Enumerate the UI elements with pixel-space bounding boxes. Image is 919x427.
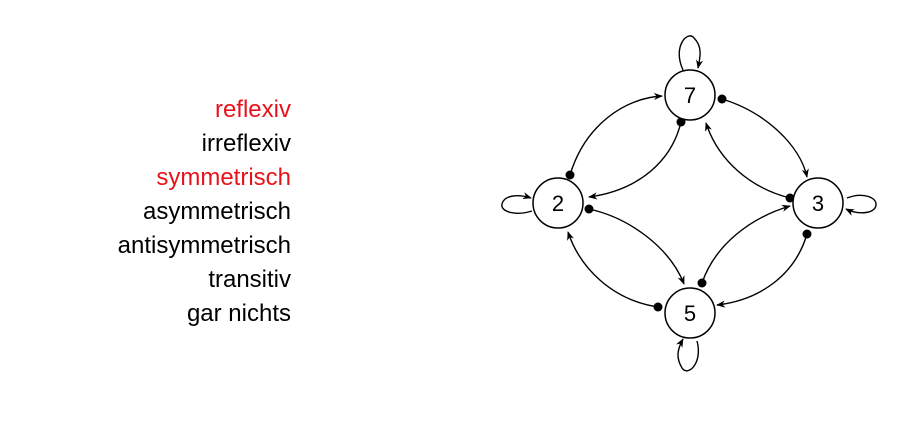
self-loop-7 [678,35,704,71]
edge-3-to-7 [705,122,791,199]
edge-7-to-3 [721,98,809,178]
edge-7-to-2 [588,121,682,200]
edge-5-to-2 [567,231,659,308]
property-gar-nichts[interactable]: gar nichts [186,300,291,327]
edge-tail-dot [802,229,812,239]
property-asymmetrisch[interactable]: asymmetrisch [142,198,291,225]
node-5[interactable]: 5 [664,287,716,339]
edge-tail-dot [697,278,707,288]
property-reflexiv[interactable]: reflexiv [214,96,291,123]
property-antisymmetrisch[interactable]: antisymmetrisch [117,232,291,259]
edge-2-to-5 [588,208,685,285]
node-2[interactable]: 2 [532,177,584,229]
edge-tail-dot [653,302,663,312]
edge-tail-dot [584,204,594,214]
property-irreflexiv[interactable]: irreflexiv [201,130,291,157]
self-loop-3 [845,194,877,216]
property-transitiv[interactable]: transitiv [208,266,291,293]
edge-tail-dot [717,94,727,104]
self-loop-2 [501,192,533,214]
property-symmetrisch[interactable]: symmetrisch [156,164,291,191]
edge-3-to-5 [716,233,808,308]
edge-2-to-7 [569,92,663,176]
edge-5-to-3 [701,204,791,284]
node-label-3: 3 [812,191,824,216]
node-label-2: 2 [552,191,564,216]
node-label-7: 7 [684,83,696,108]
edge-tail-dot [565,170,575,180]
node-7[interactable]: 7 [664,69,716,121]
node-label-5: 5 [684,301,696,326]
property-list: reflexiv irreflexiv symmetrisch asymmetr… [60,93,291,331]
node-3[interactable]: 3 [792,177,844,229]
self-loop-5 [675,338,700,372]
edge-tail-dot [785,193,795,203]
